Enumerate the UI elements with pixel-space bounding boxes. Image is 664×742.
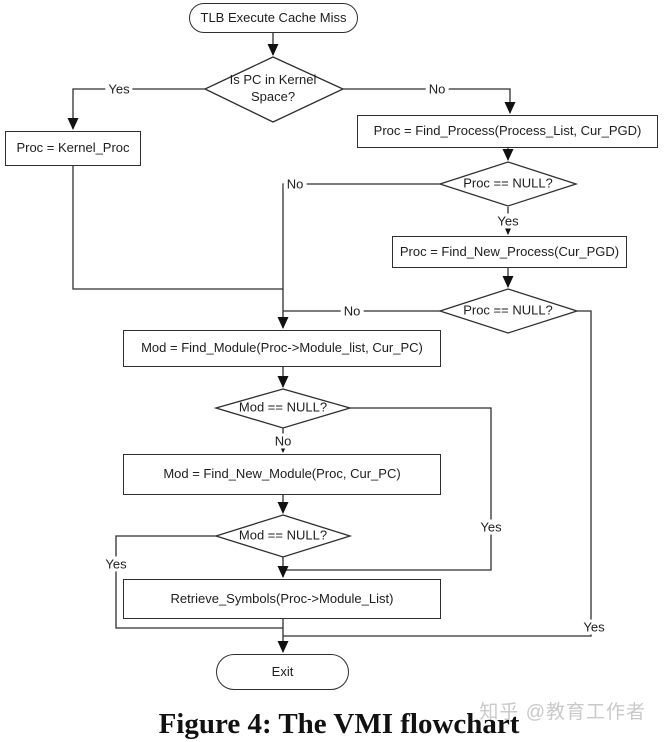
node-find-new-module-label: Mod = Find_New_Module(Proc, Cur_PC) (163, 466, 401, 482)
node-find-module-label: Mod = Find_Module(Proc->Module_list, Cur… (141, 340, 423, 356)
edge-kernel-yes (67, 88, 205, 130)
edge-label-kernel-yes: Yes (105, 81, 133, 97)
edge-label-kernel-no: No (425, 81, 449, 97)
node-find-module: Mod = Find_Module(Proc->Module_list, Cur… (123, 330, 441, 367)
decision-shape-is-pc-in-kernel (203, 56, 345, 123)
edge-modnull1-yes (283, 407, 492, 571)
edge-procnull1-no (277, 183, 440, 329)
node-find-process: Proc = Find_Process(Process_List, Cur_PG… (357, 115, 658, 148)
node-retrieve-symbols: Retrieve_Symbols(Proc->Module_List) (123, 579, 441, 619)
edge-label-mod-null-1-no: No (271, 433, 295, 449)
decision-shape-mod-null-2 (213, 514, 353, 558)
node-kernel-proc-label: Proc = Kernel_Proc (16, 140, 130, 156)
node-exit-label: Exit (271, 663, 294, 679)
decision-shape-proc-null-2 (437, 288, 580, 334)
edge-procnull2-yes (283, 310, 592, 637)
node-start-label: TLB Execute Cache Miss (200, 9, 347, 25)
edge-label-proc-null-2-no: No (340, 303, 364, 319)
decision-is-pc-in-kernel-label: Is PC in Kernel Space? (229, 72, 317, 104)
decision-shape-mod-null-1 (213, 388, 353, 429)
decision-proc-null-1-label: Proc == NULL? (463, 175, 553, 191)
node-find-new-process: Proc = Find_New_Process(Cur_PGD) (392, 236, 627, 268)
edge-label-mod-null-1-yes: Yes (477, 519, 505, 535)
decision-shape-proc-null-1 (437, 161, 579, 207)
edge-label-mod-null-2-yes: Yes (102, 556, 130, 572)
watermark: 知乎 @教育工作者 (479, 702, 646, 723)
node-exit: Exit (216, 654, 349, 690)
edge-kernelproc-merge (72, 166, 283, 290)
decision-mod-null-1-label: Mod == NULL? (238, 399, 328, 415)
node-find-new-process-label: Proc = Find_New_Process(Cur_PGD) (399, 243, 620, 259)
figure-caption: Figure 4: The VMI flowchart (158, 708, 520, 740)
node-kernel-proc: Proc = Kernel_Proc (5, 131, 141, 166)
node-retrieve-symbols-label: Retrieve_Symbols(Proc->Module_List) (170, 590, 394, 606)
decision-proc-null-2-label: Proc == NULL? (463, 302, 553, 318)
edge-label-proc-null-1-yes: Yes (494, 213, 522, 229)
decision-mod-null-2-label: Mod == NULL? (238, 527, 328, 543)
edge-kernel-no (343, 88, 516, 114)
node-find-process-label: Proc = Find_Process(Process_List, Cur_PG… (373, 123, 642, 139)
edge-label-proc-null-1-no: No (283, 176, 307, 192)
node-start: TLB Execute Cache Miss (189, 3, 358, 33)
edge-label-proc-null-2-yes: Yes (580, 619, 608, 635)
node-find-new-module: Mod = Find_New_Module(Proc, Cur_PC) (123, 454, 441, 495)
edge-modnull2-yes (115, 535, 283, 629)
